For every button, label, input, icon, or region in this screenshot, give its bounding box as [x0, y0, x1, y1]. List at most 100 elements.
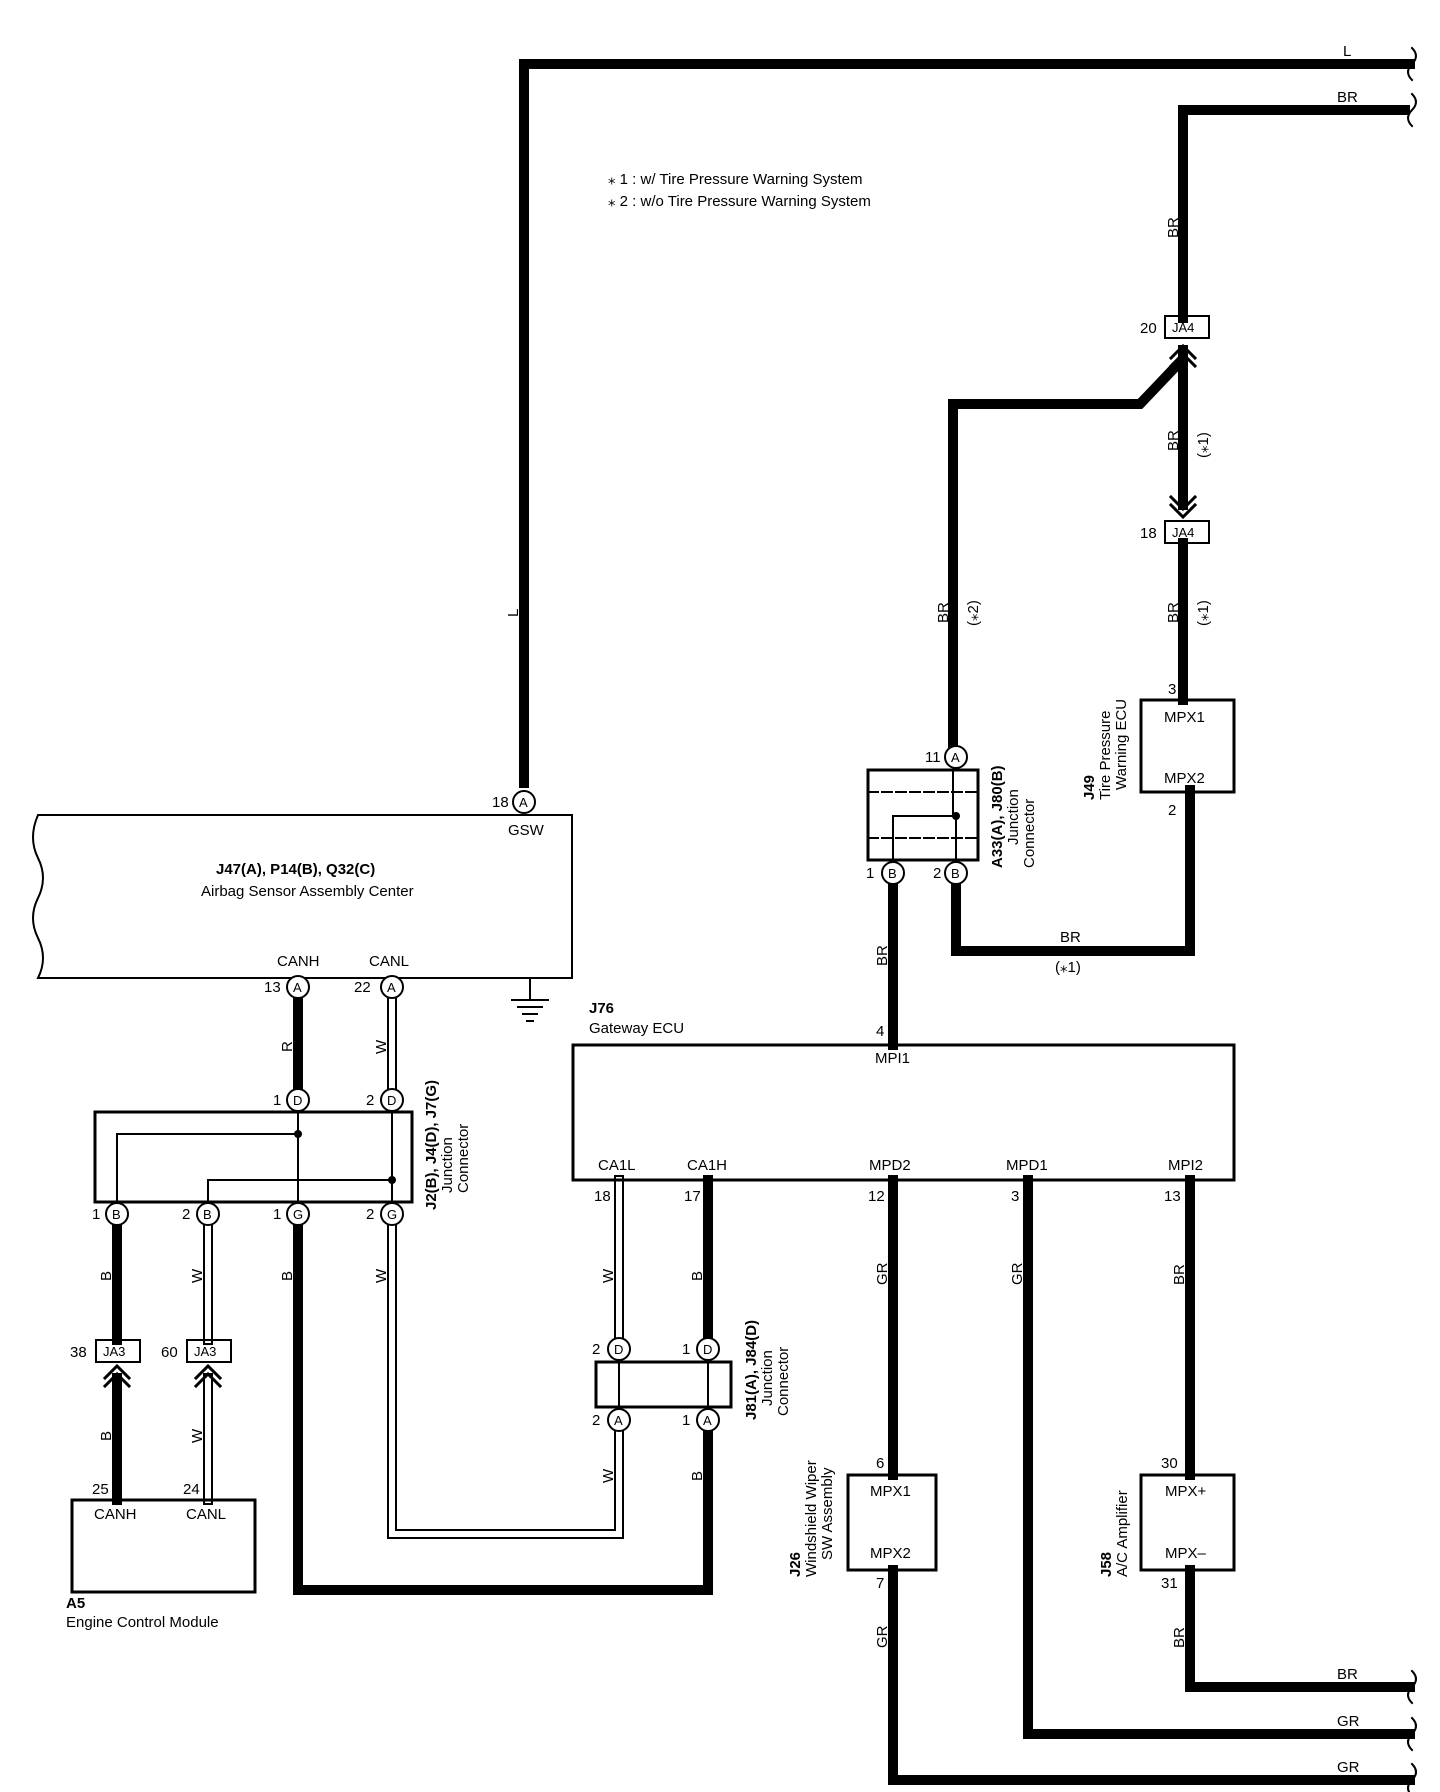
j2-pin-1b: 1: [92, 1206, 100, 1223]
tpw-code: J49: [1081, 775, 1098, 800]
wire-label-right-br: BR: [1337, 1666, 1358, 1683]
j81-conn-2a: A: [614, 1413, 623, 1428]
wire-label-vert-l: L: [505, 609, 522, 617]
ecm-canh-pin: 25: [92, 1481, 109, 1498]
wire-label-canl-w: W: [373, 1039, 390, 1054]
ja4-20-pin: 20: [1140, 320, 1157, 337]
wire-label-br-bottom: BR: [1060, 929, 1081, 946]
wire-br-star2: [948, 354, 1188, 749]
airbag-canh-conn: A: [293, 980, 302, 995]
ecm-canl-pin: 24: [183, 1481, 200, 1498]
j81-name2: Connector: [775, 1347, 792, 1416]
wire-label-ca1h-b: B: [689, 1271, 706, 1281]
wire-label-canh-r: R: [279, 1041, 296, 1052]
airbag-gsw-label: GSW: [508, 822, 545, 839]
a33-pin-11: 11: [925, 749, 941, 766]
wire-label-b-1: B: [98, 1271, 115, 1281]
gateway-mpd2-label: MPD2: [869, 1157, 911, 1174]
ecm-canl-label: CANL: [186, 1506, 226, 1523]
tpw-name1: Tire Pressure: [1097, 711, 1114, 800]
ja3-38-label: JA3: [103, 1344, 125, 1359]
tpw-mpx2-label: MPX2: [1164, 770, 1205, 787]
airbag-code: J47(A), P14(B), Q32(C): [216, 861, 375, 878]
note-2: ⁎ 2 : w/o Tire Pressure Warning System: [608, 193, 871, 210]
j2-code: J2(B), J4(D), J7(G): [423, 1080, 440, 1210]
ja4-18-pin: 18: [1140, 525, 1157, 542]
j2-conn-1d: D: [293, 1093, 302, 1108]
a33-conn-1: B: [888, 866, 897, 881]
airbag-canh-pin: 13: [264, 979, 281, 996]
j2-name1: Junction: [439, 1137, 456, 1193]
tire-pressure-warning-ecu-box: [1139, 698, 1236, 794]
connector-circles: [105, 745, 968, 1432]
wire-l: [519, 59, 1415, 788]
j2-pin-2d: 2: [366, 1092, 374, 1109]
j2-conn-2d: D: [387, 1093, 396, 1108]
j81-name1: Junction: [759, 1350, 776, 1406]
wire-ac-br: [1185, 1565, 1415, 1692]
airbag-canh-label: CANH: [277, 953, 320, 970]
wire-label-br-c: BR: [1165, 602, 1182, 623]
j2-pin-2g: 2: [366, 1206, 374, 1223]
ja3-60-label: JA3: [194, 1344, 216, 1359]
ecm-canh-label: CANH: [94, 1506, 137, 1523]
airbag-name: Airbag Sensor Assembly Center: [201, 883, 414, 900]
gateway-mpd2-pin: 12: [868, 1188, 885, 1205]
a33-name2: Connector: [1021, 799, 1038, 868]
a33-pin-2: 2: [933, 865, 941, 882]
wire-label-w-3: W: [373, 1268, 390, 1283]
junction-connector-j2: [93, 1110, 414, 1204]
wire-label-j81-w: W: [600, 1468, 617, 1483]
airbag-gsw-pin: 18: [492, 794, 509, 811]
ja3-60-box: [186, 1339, 232, 1363]
wire-label-br-b: BR: [1165, 430, 1182, 451]
airbag-canl-label: CANL: [369, 953, 409, 970]
wiper-code: J26: [787, 1552, 804, 1577]
engine-control-module-box: [70, 1498, 257, 1594]
gateway-ecu-box: [571, 1043, 1236, 1182]
a33-conn-2: B: [951, 866, 960, 881]
ac-name: A/C Amplifier: [1114, 1490, 1131, 1577]
wiper-mpx2-pin: 7: [876, 1575, 884, 1592]
j81-pin-1a: 1: [682, 1412, 690, 1429]
wire-w-3: [387, 1222, 624, 1539]
gateway-mpi1-pin: 4: [876, 1023, 884, 1040]
j2-conn-2b: B: [203, 1207, 212, 1222]
wiper-mpx2-label: MPX2: [870, 1545, 911, 1562]
j2-pin-1g: 1: [273, 1206, 281, 1223]
j81-pin-2a: 2: [592, 1412, 600, 1429]
wire-label-mpi2-br: BR: [1171, 1264, 1188, 1285]
gateway-ca1h-pin: 17: [684, 1188, 701, 1205]
gateway-mpd1-label: MPD1: [1006, 1157, 1048, 1174]
ac-code: J58: [1098, 1552, 1115, 1577]
ac-mpxp-pin: 30: [1161, 1455, 1178, 1472]
ja4-20-label: JA4: [1172, 320, 1194, 335]
junction-connector-a33: [866, 768, 980, 862]
note-1: ⁎ 1 : w/ Tire Pressure Warning System: [608, 171, 863, 188]
airbag-gsw-conn: A: [519, 795, 528, 810]
ja3-60-pin: 60: [161, 1344, 178, 1361]
wire-b-3: [293, 1222, 713, 1595]
gateway-name: Gateway ECU: [589, 1020, 684, 1037]
gateway-mpi1-label: MPI1: [875, 1050, 910, 1067]
wire-label-br-c-note: (⁎1): [1195, 600, 1212, 626]
a33-code: A33(A), J80(B): [989, 765, 1006, 868]
tpw-name2: Warning ECU: [1113, 699, 1130, 790]
wire-label-ac-br: BR: [1171, 1627, 1188, 1648]
tpw-mpx1-label: MPX1: [1164, 709, 1205, 726]
wire-label-br-b-note: (⁎1): [1195, 432, 1212, 458]
gateway-ca1l-label: CA1L: [598, 1157, 636, 1174]
a33-name1: Junction: [1005, 789, 1022, 845]
j81-pin-2d: 2: [592, 1341, 600, 1358]
wire-label-top-br: BR: [1337, 89, 1358, 106]
tpw-mpx1-pin: 3: [1168, 681, 1176, 698]
wire-label-mpd2-gr: GR: [874, 1262, 891, 1285]
wire-label-right-gr2: GR: [1337, 1759, 1360, 1776]
j2-conn-2g: G: [387, 1207, 397, 1222]
wire-label-br-left-note: (⁎2): [965, 600, 982, 626]
wire-label-mpd1-gr: GR: [1009, 1262, 1026, 1285]
gateway-mpi2-label: MPI2: [1168, 1157, 1203, 1174]
gateway-ca1l-pin: 18: [594, 1188, 611, 1205]
wiper-mpx1-pin: 6: [876, 1455, 884, 1472]
wire-br-bottom: [951, 785, 1195, 956]
